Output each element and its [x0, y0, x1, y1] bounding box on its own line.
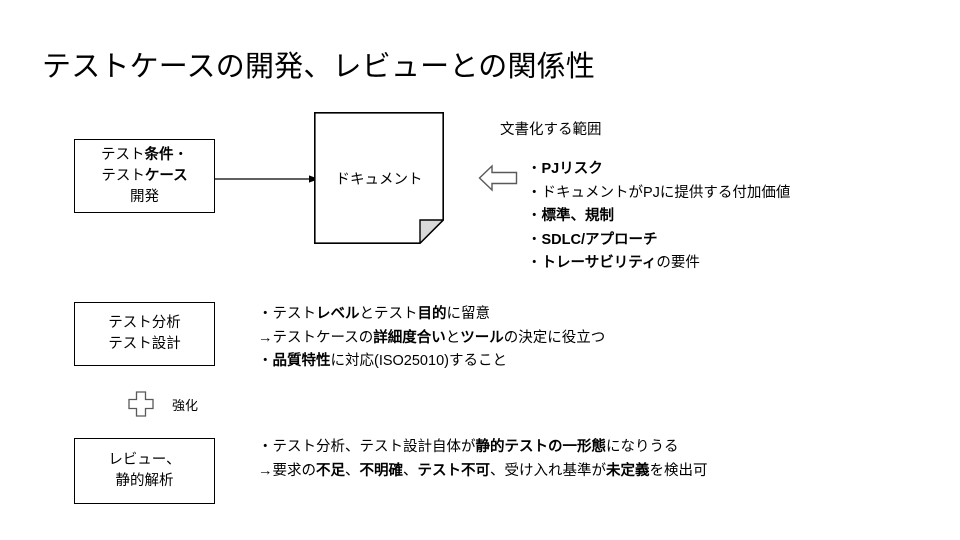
process-box-development[interactable]: テスト条件・ テストケース 開発 [74, 139, 215, 213]
notes-analysis: ・テストレベルとテスト目的に留意 →テストケースの詳細度合いとツールの決定に役立… [258, 303, 605, 374]
notes-analysis-line-3: ・品質特性に対応(ISO25010)すること [258, 353, 507, 369]
review-line-2: 静的解析 [115, 473, 174, 489]
plus-cross-icon [128, 391, 154, 417]
notes-review: ・テスト分析、テスト設計自体が静的テストの一形態になりうる →要求の不足、不明確… [258, 436, 708, 483]
scope-item: ・標準、規制 [527, 208, 614, 224]
scope-heading: 文書化する範囲 [500, 122, 602, 138]
scope-item: ・トレーサビリティの要件 [527, 255, 700, 271]
process-box-review-static-analysis[interactable]: レビュー、 静的解析 [74, 438, 215, 504]
notes-review-line-1: ・テスト分析、テスト設計自体が静的テストの一形態になりうる [258, 439, 679, 455]
scope-item: ・PJリスク [527, 161, 603, 177]
scope-item: ・ドキュメントがPJに提供する付加価値 [527, 184, 791, 201]
notes-review-line-2: →要求の不足、不明確、テスト不可、受け入れ基準が未定義を検出可 [258, 462, 708, 479]
analysis-line-1: テスト分析 [108, 315, 181, 331]
development-line-2: テストケース [101, 167, 188, 184]
connector-arrow-development-to-document [215, 175, 319, 183]
left-block-arrow-icon [478, 164, 518, 192]
document-shape-icon [314, 112, 444, 244]
process-box-analysis-design[interactable]: テスト分析 テスト設計 [74, 302, 215, 366]
review-line-1: レビュー、 [108, 452, 181, 468]
development-line-3: 開発 [130, 188, 159, 205]
scope-item: ・SDLC/アプローチ [527, 231, 658, 248]
notes-analysis-line-1: ・テストレベルとテスト目的に留意 [258, 306, 490, 322]
analysis-line-2: テスト設計 [108, 336, 181, 352]
scope-item-list: ・PJリスク ・ドキュメントがPJに提供する付加価値 ・標準、規制 ・SDLC/… [527, 158, 790, 276]
page-title: テストケースの開発、レビューとの関係性 [42, 51, 596, 83]
development-line-1: テスト条件・ [101, 146, 188, 163]
notes-analysis-line-2: →テストケースの詳細度合いとツールの決定に役立つ [258, 329, 606, 346]
reinforcement-label: 強化 [172, 398, 199, 413]
